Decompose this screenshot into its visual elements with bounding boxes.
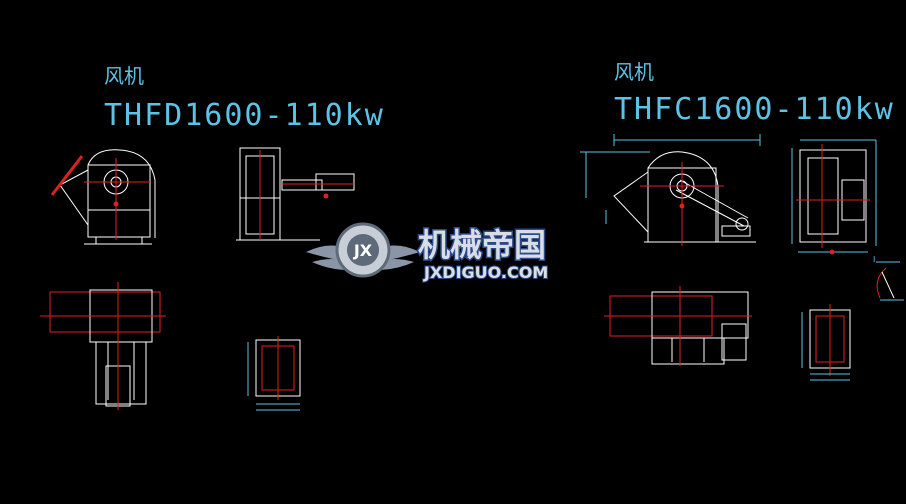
watermark-url: JXDIGUO.COM — [423, 263, 548, 282]
left-model-label: THFD1600-110kw — [104, 98, 385, 133]
left-top-view — [40, 282, 166, 410]
right-section-view — [801, 304, 851, 381]
watermark-title: 机械帝国 — [418, 226, 546, 264]
left-section-view — [247, 336, 301, 411]
left-front-view — [50, 149, 156, 245]
right-front-view — [580, 134, 761, 246]
right-fan-label: 风机 — [614, 60, 654, 84]
left-side-view — [236, 147, 355, 241]
right-top-view — [604, 286, 752, 366]
detail-i-marker: I — [873, 255, 875, 264]
right-side-view — [791, 139, 877, 255]
detail-i-view — [876, 261, 904, 301]
right-model-label: THFC1600-110kw — [614, 92, 895, 127]
watermark: JX 机械帝国 JXDIGUO.COM — [306, 222, 549, 283]
left-fan-label: 风机 — [104, 64, 144, 88]
watermark-logo-text: JX — [353, 241, 373, 260]
